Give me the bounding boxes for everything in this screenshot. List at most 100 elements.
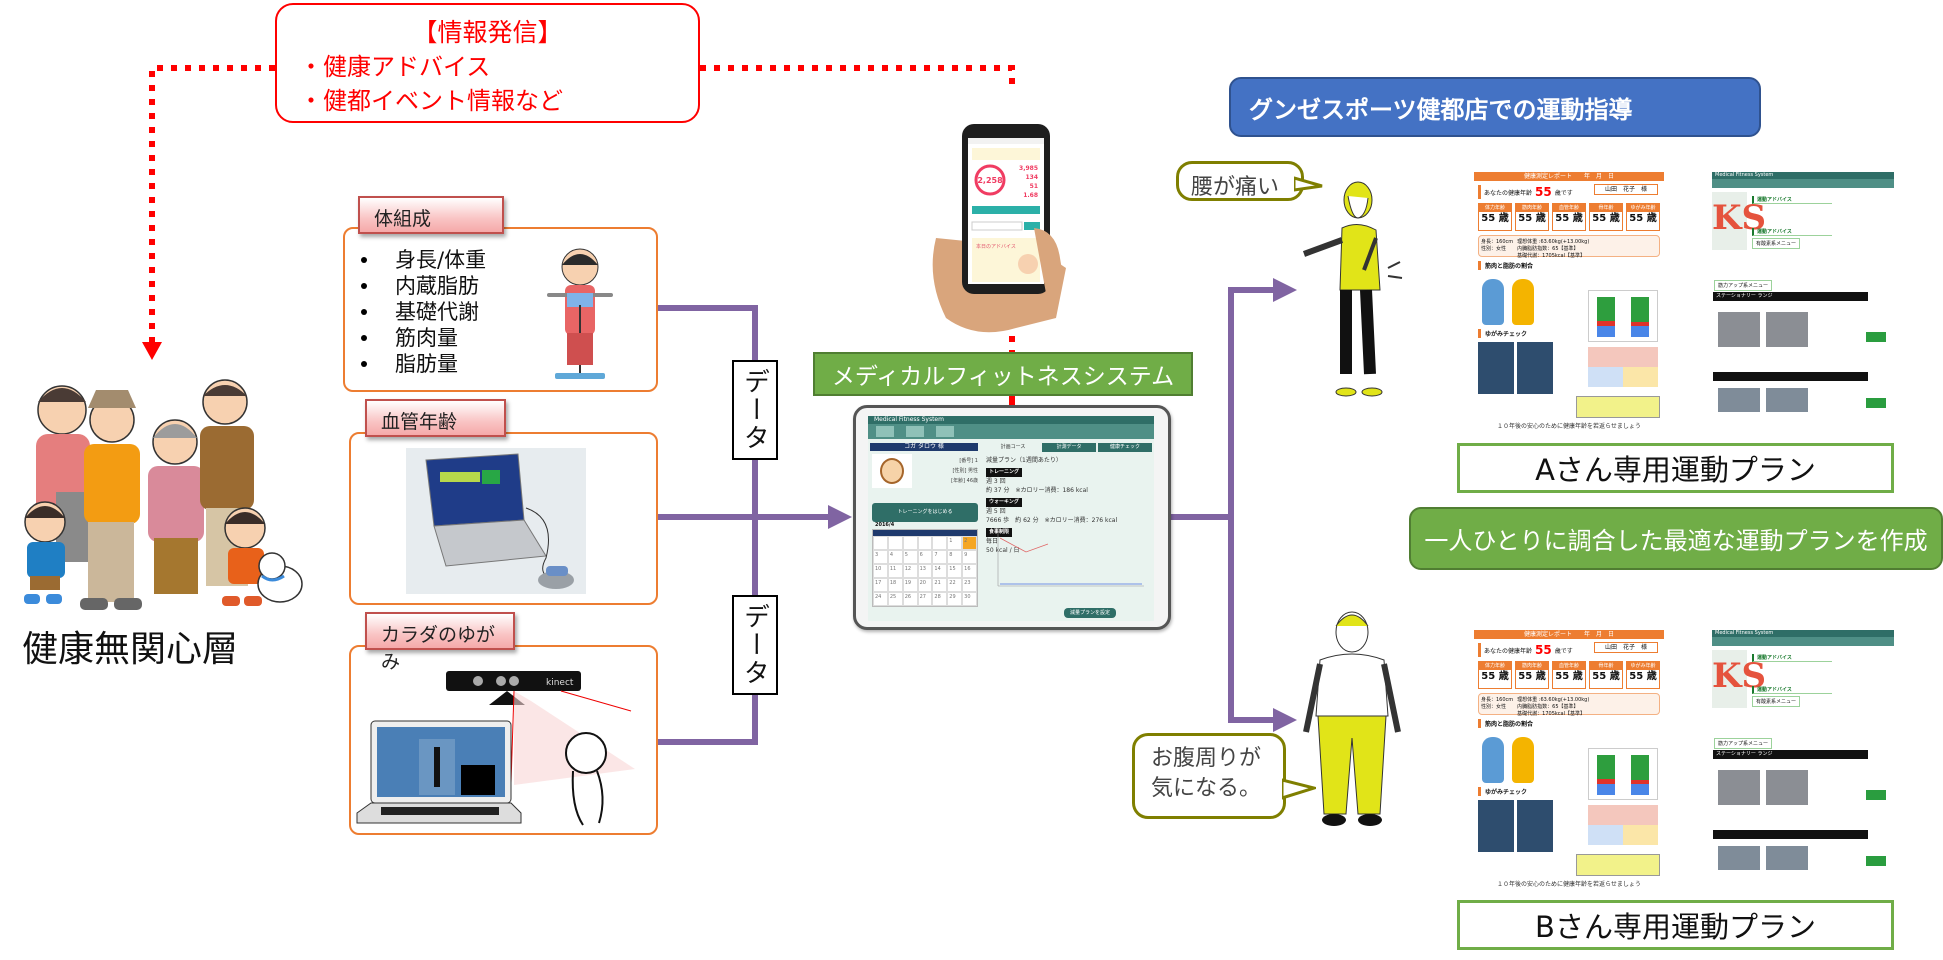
kcs-side-button[interactable] [1866, 332, 1886, 342]
calendar-month: 2016/4 [875, 522, 895, 528]
calendar-day[interactable]: 13 [917, 564, 933, 578]
calendar-day[interactable]: 10 [873, 564, 888, 578]
calendar-day[interactable]: 30 [962, 592, 977, 606]
calendar-day[interactable]: 16 [962, 564, 977, 578]
kcs-app-title: Medical Fitness System [1712, 172, 1894, 179]
calendar-day[interactable]: 6 [917, 550, 933, 564]
plan-arrowhead-b [1273, 708, 1297, 732]
info-broadcast-box: 【情報発信】 ・健康アドバイス ・健都イベント情報など [275, 3, 700, 123]
body-composition-list: 身長/体重 内蔵脂肪 基礎代謝 筋肉量 脂肪量 [361, 247, 486, 377]
calendar-day[interactable]: 1 [947, 536, 963, 550]
kcs-exercise-bar-2 [1713, 372, 1868, 381]
calendar-day[interactable]: 9 [962, 550, 977, 564]
calendar-day[interactable]: 8 [947, 550, 963, 564]
tablet-nav-item[interactable] [876, 426, 894, 437]
report-header: 健康測定レポート 年 月 日 [1474, 630, 1664, 639]
tablet-nav-item[interactable] [906, 426, 924, 437]
info-item-events: ・健都イベント情報など [299, 87, 563, 115]
calendar-day[interactable]: 19 [902, 578, 918, 592]
tablet-screen: Medical Fitness System コガ タロウ 様 計画コース 計測… [868, 416, 1154, 621]
calendar-day[interactable]: 17 [873, 578, 888, 592]
kcs-side-button[interactable] [1866, 790, 1886, 800]
kcs-menu-strength[interactable]: 筋力アップ系メニュー [1714, 738, 1773, 749]
calendar-day[interactable]: 28 [932, 592, 948, 606]
calendar-day[interactable] [917, 536, 933, 550]
calendar-day[interactable]: 23 [962, 578, 977, 592]
calendar-day[interactable]: 15 [947, 564, 963, 578]
gunze-sports-header: グンゼスポーツ健都店での運動指導 [1229, 77, 1761, 137]
calendar-day[interactable]: 27 [917, 592, 933, 606]
set-plan-button[interactable]: 減量プランを設定 [1064, 608, 1116, 618]
report-posture-images [1478, 800, 1660, 852]
info-flow-line-right [700, 65, 1015, 92]
calendar-day[interactable]: 7 [932, 550, 948, 564]
calendar-day[interactable]: 11 [887, 564, 903, 578]
info-item-health-advice: ・健康アドバイス [299, 53, 491, 81]
kcs-section: 運動アドバイス [1752, 686, 1832, 694]
calendar-day[interactable]: 20 [917, 578, 933, 592]
tab-measurement-data[interactable]: 計測データ [1042, 443, 1096, 452]
kcs-side-button[interactable] [1866, 398, 1886, 408]
report-heart-rate-chart [1576, 396, 1660, 418]
tablet-nav-item[interactable] [936, 426, 954, 437]
calendar-day[interactable]: 14 [932, 564, 948, 578]
kcs-side-button[interactable] [1866, 856, 1886, 866]
tablet-avatar [872, 454, 912, 488]
calendar-day[interactable]: 18 [887, 578, 903, 592]
report-body-figures [1482, 273, 1656, 325]
calendar-day[interactable]: 5 [902, 550, 918, 564]
plan-label-b: Bさん専用運動プラン [1457, 900, 1894, 950]
kcs-logo: KS [1712, 650, 1766, 708]
calendar-day[interactable]: 2 [962, 536, 977, 550]
kcs-logo: KS [1712, 192, 1766, 250]
exercise-advice-sheet-a: Medical Fitness System KS 運動アドバイス 運動アドバイ… [1712, 172, 1894, 434]
calendar-day[interactable]: 22 [947, 578, 963, 592]
list-item: 基礎代謝 [361, 299, 486, 325]
bubble-tail-b [1282, 778, 1316, 800]
calendar-day[interactable] [902, 536, 918, 550]
phone-stat: 134 [1025, 174, 1038, 181]
calendar-day[interactable]: 12 [902, 564, 918, 578]
medical-fitness-system-label: メディカルフィットネスシステム [813, 352, 1193, 396]
kcs-menu-strength[interactable]: 筋力アップ系メニュー [1714, 280, 1773, 291]
calendar-day[interactable]: 21 [932, 578, 948, 592]
kcs-menu-aerobic[interactable]: 有酸素系メニュー [1752, 238, 1801, 249]
tablet-plan: 減量プラン（1週間あたり） トレーニング週 3 回約 37 分 ※カロリー消費：… [986, 456, 1151, 555]
calendar-day[interactable] [873, 536, 888, 550]
calendar-day[interactable]: 3 [873, 550, 888, 564]
exercise-advice-sheet-b: Medical Fitness System KS 運動アドバイス 運動アドバイ… [1712, 630, 1894, 892]
report-body-figures [1482, 731, 1656, 783]
kinect-setup-illustration: kinect [356, 671, 635, 826]
tab-health-check[interactable]: 健康チェック [1098, 443, 1152, 452]
report-heart-rate-chart [1576, 854, 1660, 876]
kcs-nav [1712, 637, 1894, 646]
smartphone-app-image: 2,258 3,985 134 51 1.68 本日のアドバイス [932, 124, 1066, 333]
list-item: 脂肪量 [361, 351, 486, 377]
vascular-age-box [349, 432, 658, 605]
info-flow-arrowhead [142, 342, 162, 360]
calendar-day[interactable] [887, 536, 903, 550]
calendar-day[interactable]: 26 [902, 592, 918, 606]
report-footer: １０年後の安心のために健康年齢を若返らせましょう [1497, 423, 1641, 430]
calendar-day[interactable] [932, 536, 948, 550]
tab-plan-course[interactable]: 計画コース [986, 443, 1040, 452]
data-label-upper: データ [732, 360, 778, 460]
calendar-day[interactable]: 4 [887, 550, 903, 564]
kcs-exercise-bar: ステーショナリー ランジ [1713, 750, 1868, 759]
calendar-day[interactable]: 29 [947, 592, 963, 606]
exercise-photo [1718, 846, 1760, 870]
calendar-day[interactable]: 25 [887, 592, 903, 606]
kcs-menu-aerobic[interactable]: 有酸素系メニュー [1752, 696, 1801, 707]
calendar-day[interactable]: 24 [873, 592, 888, 606]
start-training-button[interactable]: トレーニングをはじめる [872, 503, 978, 522]
